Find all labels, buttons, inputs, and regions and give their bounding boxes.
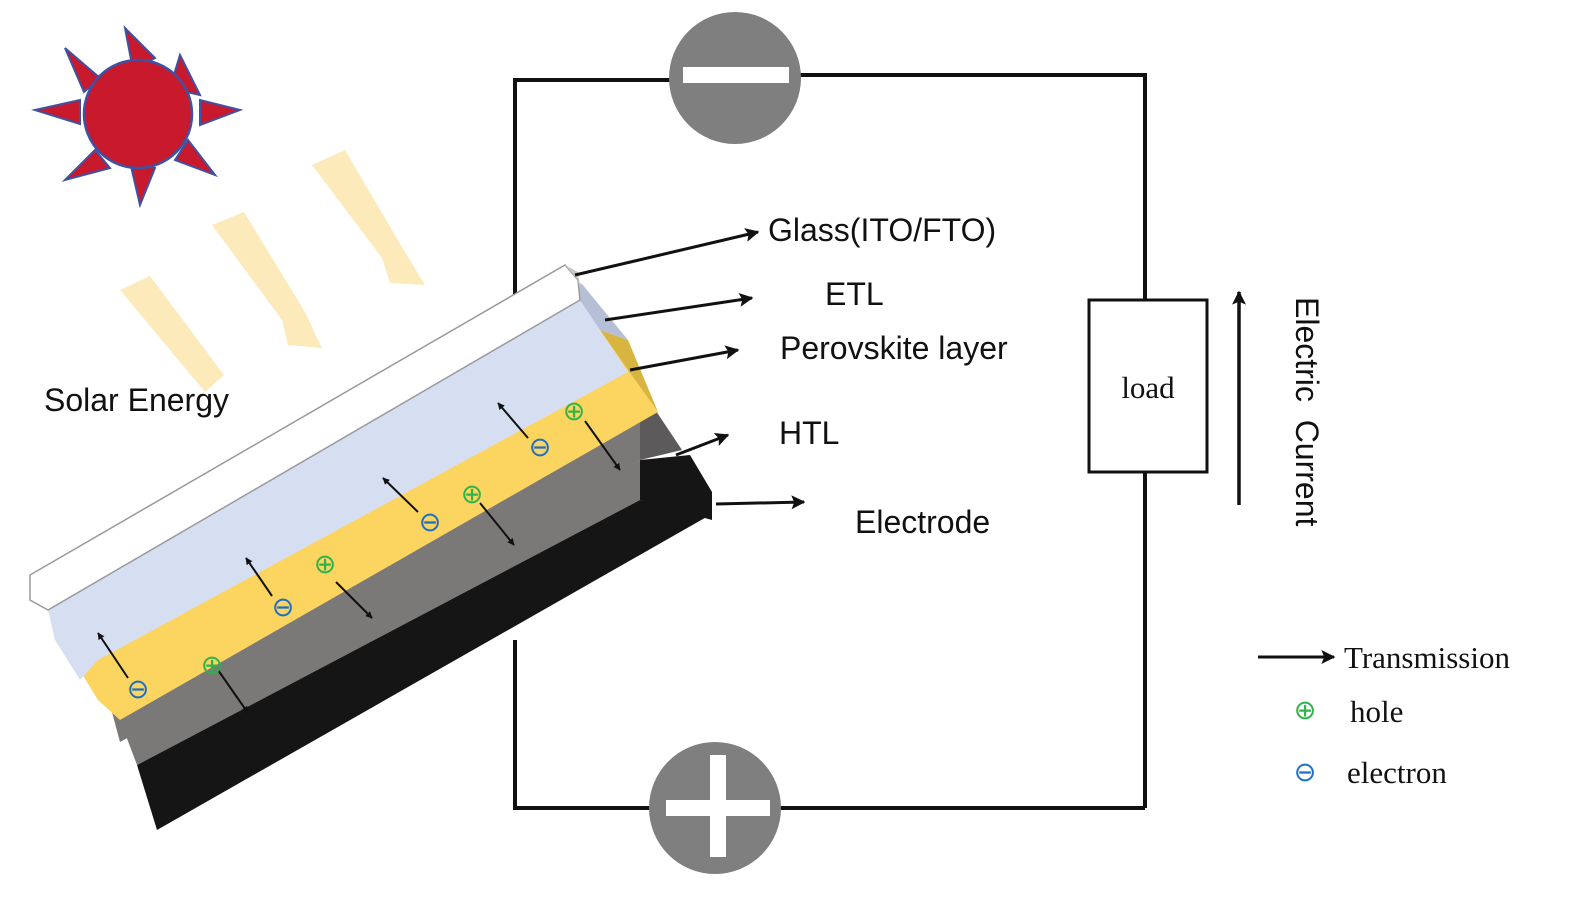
light-beams (120, 150, 425, 392)
solar-cell-slab (29, 264, 712, 830)
electron-icon: ⊖ (529, 432, 552, 463)
electron-icon: ⊖ (127, 674, 150, 705)
hole-icon: ⊕ (461, 479, 484, 510)
positive-terminal (649, 742, 781, 874)
etl-label: ETL (825, 276, 884, 312)
circuit-wire (513, 73, 1147, 810)
light-beam (120, 276, 224, 392)
legend-electron-icon: ⊖ (1294, 757, 1317, 788)
light-beam (212, 212, 322, 348)
negative-terminal (669, 12, 801, 144)
electron-icon: ⊖ (419, 507, 442, 538)
hole-icon: ⊕ (314, 549, 337, 580)
electrode-top (137, 500, 710, 830)
legend-transmission-label: Transmission (1344, 640, 1510, 675)
light-beam (312, 150, 425, 285)
perovskite-side (600, 330, 658, 412)
electrode-label: Electrode (855, 504, 990, 540)
electric-current-label: Electric Current (1289, 297, 1325, 527)
electrode-front (120, 460, 640, 765)
electrode-side (640, 455, 712, 520)
legend: Transmission ⊕ hole ⊖ electron (1258, 640, 1510, 790)
hole-icon: ⊕ (563, 396, 586, 427)
minus-icon (683, 67, 789, 83)
electron-icon: ⊖ (272, 592, 295, 623)
etl-layer (30, 278, 628, 680)
solar-energy-label: Solar Energy (44, 382, 229, 418)
sun-rays (31, 24, 244, 209)
perovskite-label: Perovskite layer (780, 330, 1008, 366)
load-label: load (1121, 370, 1175, 405)
load-box: load (1087, 298, 1209, 474)
htl-label: HTL (779, 415, 839, 451)
hole-icon: ⊕ (201, 650, 224, 681)
legend-hole-label: hole (1350, 694, 1403, 729)
sun-disc (82, 58, 194, 170)
carrier-arrows (97, 402, 621, 714)
legend-hole-icon: ⊕ (1294, 695, 1317, 726)
charges: ⊖ ⊕ ⊖ ⊕ ⊖ ⊕ ⊖ ⊕ (127, 396, 586, 705)
glass-label: Glass(ITO/FTO) (768, 212, 996, 248)
sun-icon (31, 24, 244, 209)
layer-callout-arrows (574, 228, 806, 510)
legend-electron-label: electron (1347, 755, 1447, 790)
